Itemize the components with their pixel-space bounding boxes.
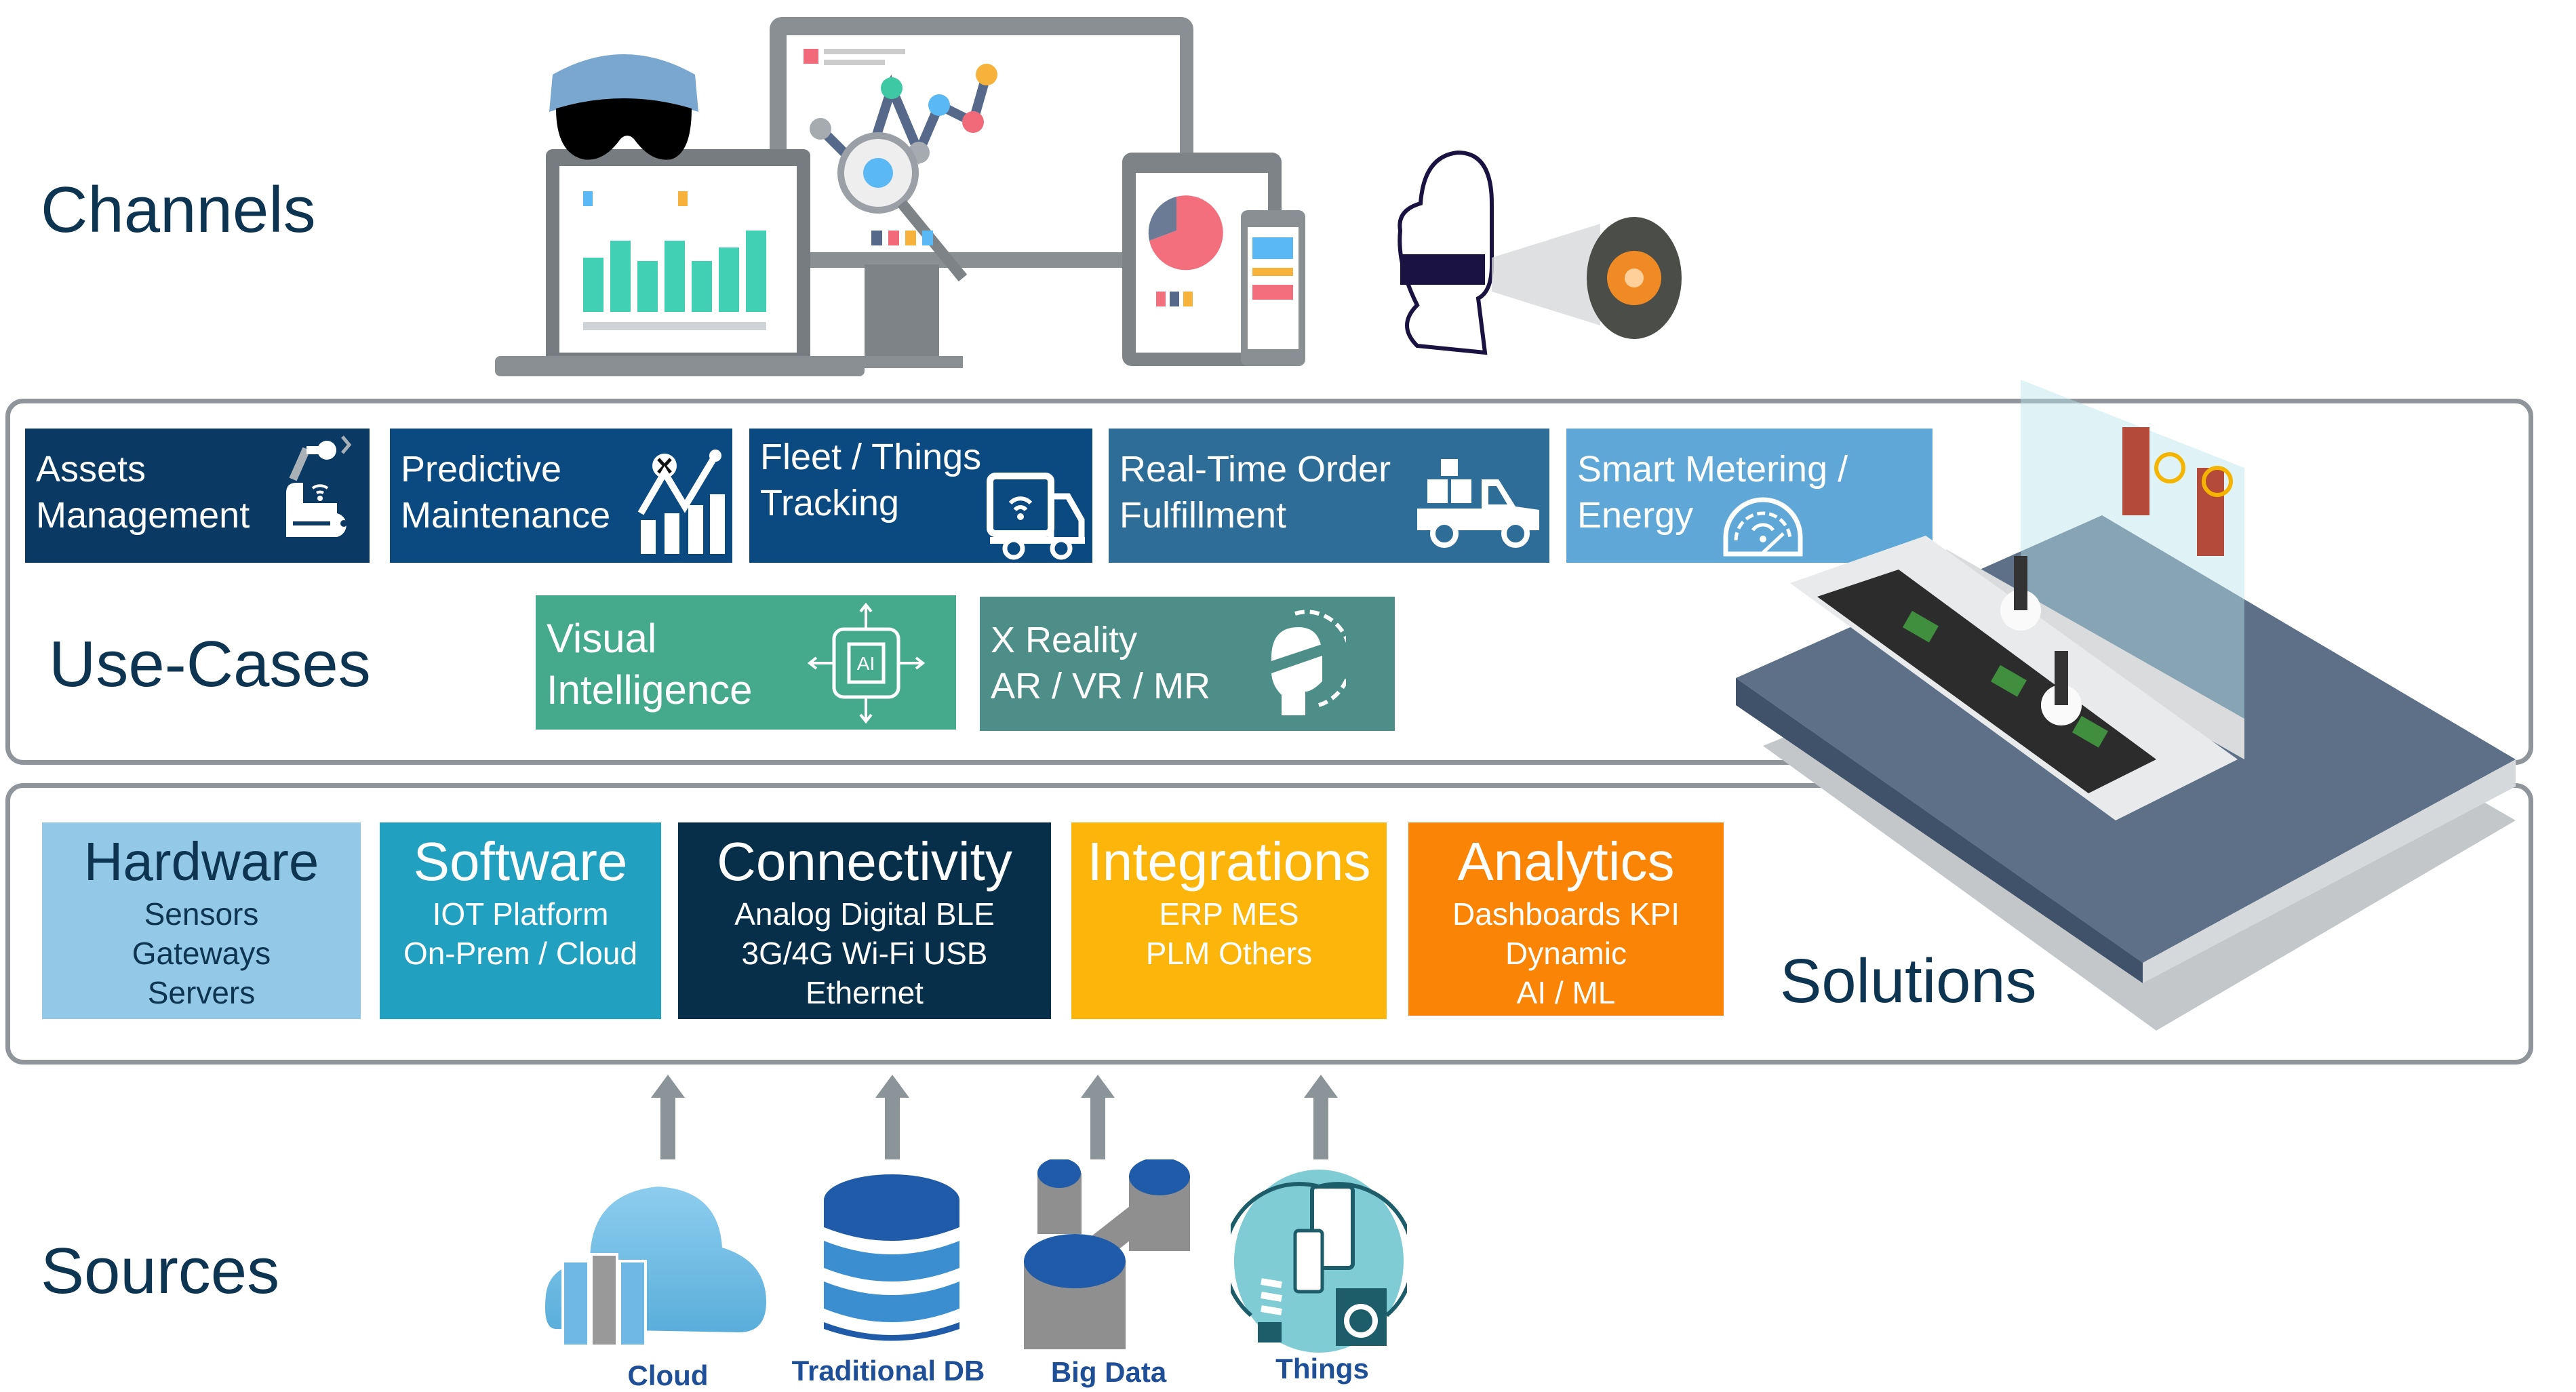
use-cases-frame <box>5 399 2533 765</box>
use-case-label: Fleet / Things <box>760 437 982 477</box>
solution-title: Integrations <box>1087 831 1371 892</box>
big-data-cylinders-icon <box>1024 1159 1190 1349</box>
gauge-wifi-icon <box>1723 497 1803 557</box>
solution-detail: Dashboards KPI <box>1452 896 1680 932</box>
iot-devices-icon <box>1231 1170 1407 1353</box>
truck-wifi-icon <box>987 473 1085 560</box>
sources-label: Sources <box>41 1235 280 1307</box>
solution-detail: Ethernet <box>806 975 924 1010</box>
robot-arm-conveyor-icon <box>286 435 352 537</box>
solution-detail: On-Prem / Cloud <box>403 936 638 971</box>
use-case-smart-metering-energy[interactable]: Smart Metering / Energy <box>1566 429 1933 563</box>
database-stack-icon <box>824 1174 959 1341</box>
use-case-label: Fulfillment <box>1119 495 1287 536</box>
solution-detail: Servers <box>147 975 256 1010</box>
solution-analytics[interactable]: Analytics Dashboards KPI Dynamic AI / ML <box>1408 822 1724 1016</box>
arrow-up-icon <box>651 1075 685 1159</box>
source-label-traditional-db: Traditional DB <box>791 1355 985 1387</box>
use-case-label: Maintenance <box>401 495 611 536</box>
pickup-truck-boxes-icon <box>1417 459 1539 548</box>
solution-detail: 3G/4G Wi-Fi USB <box>741 936 988 971</box>
use-case-x-reality[interactable]: X Reality AR / VR / MR <box>980 597 1395 731</box>
solution-detail: Analog Digital BLE <box>734 896 995 932</box>
use-case-label: Energy <box>1577 495 1694 536</box>
use-case-label: Predictive <box>401 449 562 490</box>
monitor-line-chart-icon <box>770 17 1193 368</box>
source-label-big-data: Big Data <box>1050 1356 1167 1388</box>
use-case-label: Tracking <box>760 483 900 523</box>
use-case-label: Real-Time Order <box>1119 449 1391 490</box>
wrench-chart-icon <box>637 450 725 554</box>
use-case-predictive-maintenance[interactable]: Predictive Maintenance <box>390 429 732 563</box>
solution-title: Connectivity <box>717 831 1012 892</box>
vr-headset-head-icon <box>1271 610 1346 715</box>
solution-detail: Gateways <box>132 936 271 971</box>
arrow-up-icon <box>1304 1075 1338 1159</box>
use-cases-label: Use-Cases <box>49 628 371 700</box>
use-case-label: X Reality <box>991 620 1138 660</box>
channels-label: Channels <box>41 174 316 246</box>
solution-detail: ERP MES <box>1159 896 1299 932</box>
arrow-up-icon <box>875 1075 909 1159</box>
svg-text:AI: AI <box>857 653 875 674</box>
solution-title: Analytics <box>1457 831 1675 892</box>
solution-integrations[interactable]: Integrations ERP MES PLM Others <box>1071 822 1387 1019</box>
smart-factory-illustration <box>1736 380 2516 1031</box>
use-case-label: AR / VR / MR <box>991 666 1211 707</box>
use-case-assets-management[interactable]: Assets Management <box>25 429 370 563</box>
phone-icon <box>1241 210 1305 366</box>
ai-chip-icon: AI <box>807 602 926 724</box>
solution-software[interactable]: Software IOT Platform On-Prem / Cloud <box>380 822 661 1019</box>
solution-detail: Sensors <box>144 896 259 932</box>
solution-hardware[interactable]: Hardware Sensors Gateways Servers <box>42 822 361 1019</box>
solutions-label: Solutions <box>1780 947 2037 1016</box>
solution-title: Hardware <box>83 831 319 892</box>
arrow-up-icon <box>1081 1075 1115 1159</box>
source-label-cloud: Cloud <box>627 1359 709 1391</box>
source-label-things: Things <box>1275 1353 1369 1385</box>
mixed-reality-headset-icon <box>549 54 698 160</box>
vr-head-engine-icon <box>1398 150 1682 355</box>
solution-title: Software <box>413 831 628 892</box>
solution-detail: IOT Platform <box>432 896 609 932</box>
use-case-label: Management <box>36 495 250 536</box>
use-case-real-time-order-fulfillment[interactable]: Real-Time Order Fulfillment <box>1109 429 1549 563</box>
solution-detail: Dynamic <box>1505 936 1627 971</box>
use-case-label: Assets <box>36 449 146 490</box>
use-case-label: Visual <box>547 616 657 661</box>
use-case-fleet-tracking[interactable]: Fleet / Things Tracking <box>749 429 1092 563</box>
use-case-label: Smart Metering / <box>1577 449 1848 490</box>
cloud-servers-icon <box>545 1187 766 1347</box>
use-case-label: Intelligence <box>547 667 753 713</box>
solution-connectivity[interactable]: Connectivity Analog Digital BLE 3G/4G Wi… <box>678 822 1051 1019</box>
solution-detail: PLM Others <box>1145 936 1313 971</box>
solution-detail: AI / ML <box>1516 975 1616 1010</box>
use-case-visual-intelligence[interactable]: Visual Intelligence AI <box>536 595 956 730</box>
solutions-frame <box>5 783 2533 1065</box>
channels-illustration <box>495 17 1682 376</box>
laptop-dashboard-icon <box>495 149 865 376</box>
